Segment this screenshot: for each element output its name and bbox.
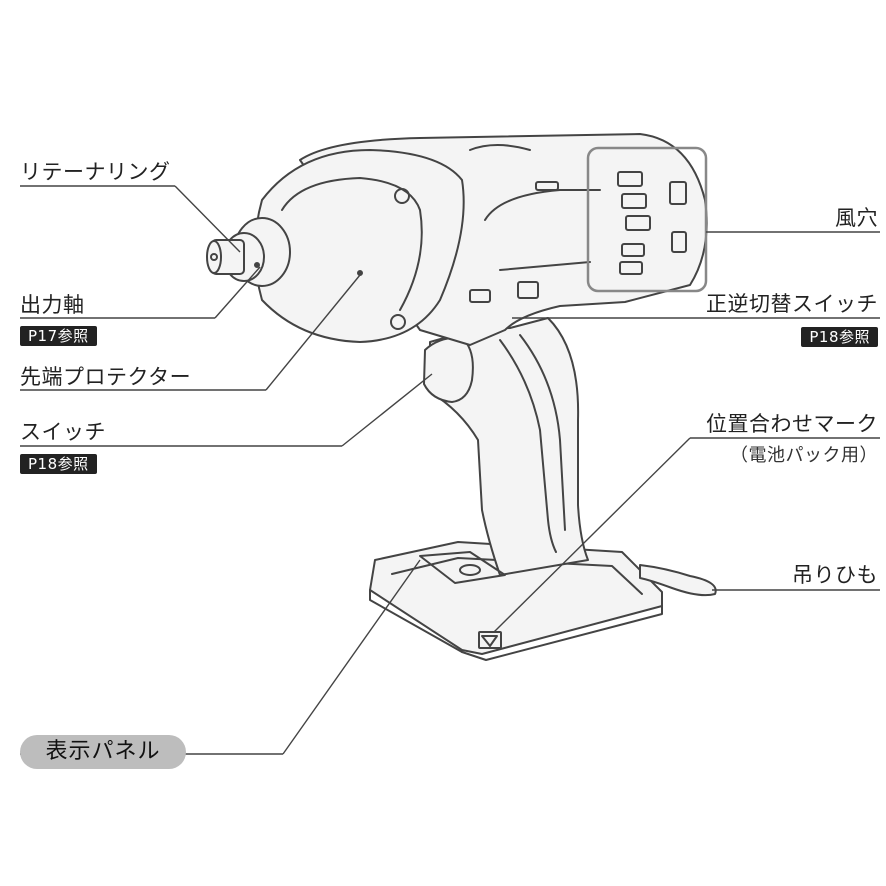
label-nose-protector: 先端プロテクター xyxy=(20,365,192,389)
label-vent: 風穴 xyxy=(835,206,878,230)
nose xyxy=(206,217,291,287)
ref-badge-switch: P18参照 xyxy=(20,454,97,474)
label-alignment-mark: 位置合わせマーク xyxy=(706,412,878,436)
display-panel-shape xyxy=(419,551,506,584)
trigger xyxy=(423,336,474,403)
strap xyxy=(639,564,717,597)
label-alignment-mark-note: （電池パック用） xyxy=(730,445,878,466)
alignment-mark xyxy=(481,635,498,647)
label-retaining-ring: リテーナリング xyxy=(20,160,171,184)
label-fr-switch: 正逆切替スイッチ xyxy=(706,292,878,316)
ref-badge-fr-switch: P18参照 xyxy=(801,327,878,347)
leader-lines xyxy=(20,185,880,755)
ref-badge-output-shaft: P17参照 xyxy=(20,326,97,346)
label-display-panel: 表示パネル xyxy=(20,735,186,769)
hammer-case xyxy=(254,149,465,343)
label-output-shaft: 出力軸 xyxy=(20,293,85,317)
label-strap: 吊りひも xyxy=(792,563,878,587)
vent-slots xyxy=(617,171,687,275)
battery-base xyxy=(369,541,663,661)
vent-highlight-box xyxy=(586,146,708,293)
label-switch: スイッチ xyxy=(20,420,106,444)
